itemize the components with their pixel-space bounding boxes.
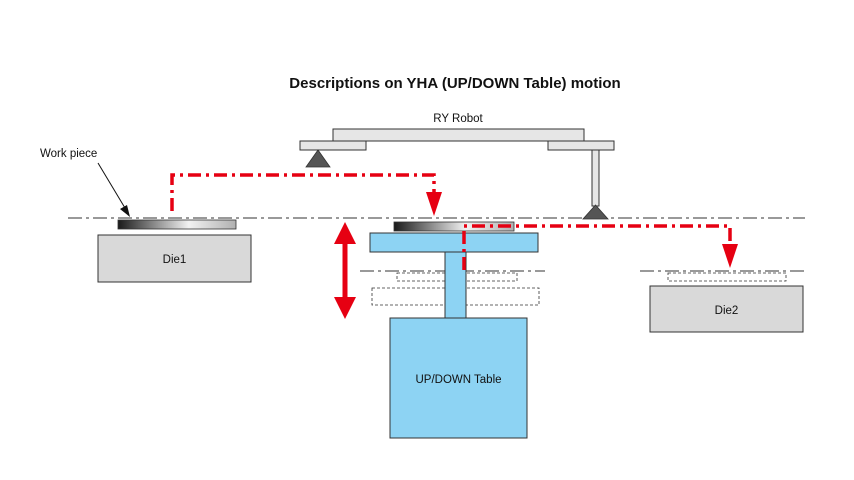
updown-arrow-down-head [334,297,356,319]
transfer-path-2-arrowhead [722,244,738,268]
table-body [389,317,528,439]
robot-left-arm [299,140,367,151]
work-piece-label: Work piece [40,148,97,160]
work-piece-pointer-arrowhead [120,205,130,217]
table-workpiece [393,221,515,232]
robot-right-rod [591,149,600,207]
table-top [369,232,539,253]
diagram-title: Descriptions on YHA (UP/DOWN Table) moti… [289,75,620,92]
transfer-path-1-arrowhead [426,192,442,216]
left-gripper-icon [305,149,331,168]
right-gripper-icon [582,204,609,220]
work-piece-pointer [97,162,126,209]
robot-beam [332,128,585,142]
transfer-path-table-to-die2 [462,224,732,270]
die2-label: Die2 [715,305,739,317]
die2-ghost-workpiece [667,272,787,282]
robot-right-arm [547,140,615,151]
die1-label: Die1 [163,254,187,266]
die1 [97,234,252,283]
die2 [649,285,804,333]
updown-arrow-up-head [334,222,356,244]
table-label: UP/DOWN Table [415,374,501,386]
transfer-path-die1-to-table [170,173,436,211]
die1-workpiece [117,219,237,230]
robot-label: RY Robot [433,113,483,125]
